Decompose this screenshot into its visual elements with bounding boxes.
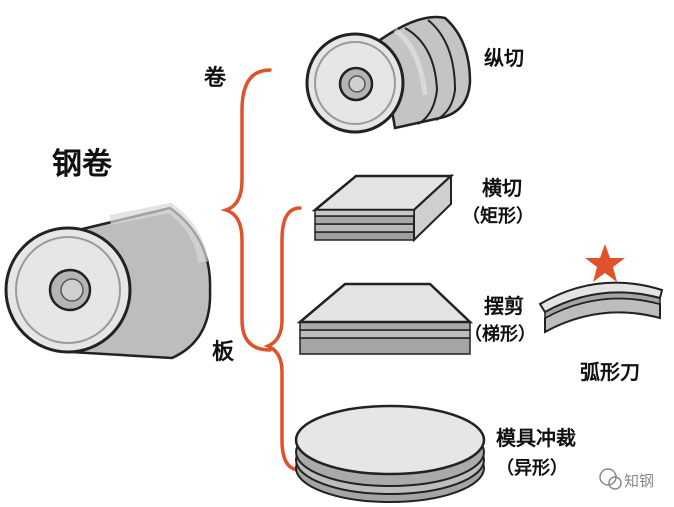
steel-coil-illustration	[4, 202, 212, 360]
steel-coil-label: 钢卷	[52, 147, 112, 182]
slitting-label: 纵切	[484, 46, 524, 70]
die-blanking-shape-label: （异形）	[496, 458, 568, 479]
coil-bracket	[220, 68, 272, 352]
wechat-logo-icon	[599, 468, 622, 490]
swing-shear-label: 摆剪	[484, 294, 524, 318]
arc-blade-illustration	[538, 281, 664, 334]
cross-cut-shape-label: （矩形）	[462, 206, 534, 227]
coil-branch-label: 卷	[204, 66, 227, 91]
arc-blade-label: 弧形刀	[580, 360, 640, 384]
star-icon	[585, 244, 625, 282]
watermark-text: 知钢	[624, 472, 655, 490]
trapezoid-plate-stack	[296, 282, 474, 355]
plate-branch-label: 板	[212, 340, 235, 365]
disc-plate-stack	[294, 404, 486, 503]
cross-cut-label: 横切	[482, 176, 522, 200]
die-blanking-label: 模具冲裁	[496, 426, 576, 450]
plate-bracket	[263, 206, 302, 472]
swing-shear-shape-label: （梯形）	[464, 324, 536, 345]
slit-coil-illustration	[305, 15, 472, 134]
rectangular-plate-stack	[311, 173, 455, 243]
